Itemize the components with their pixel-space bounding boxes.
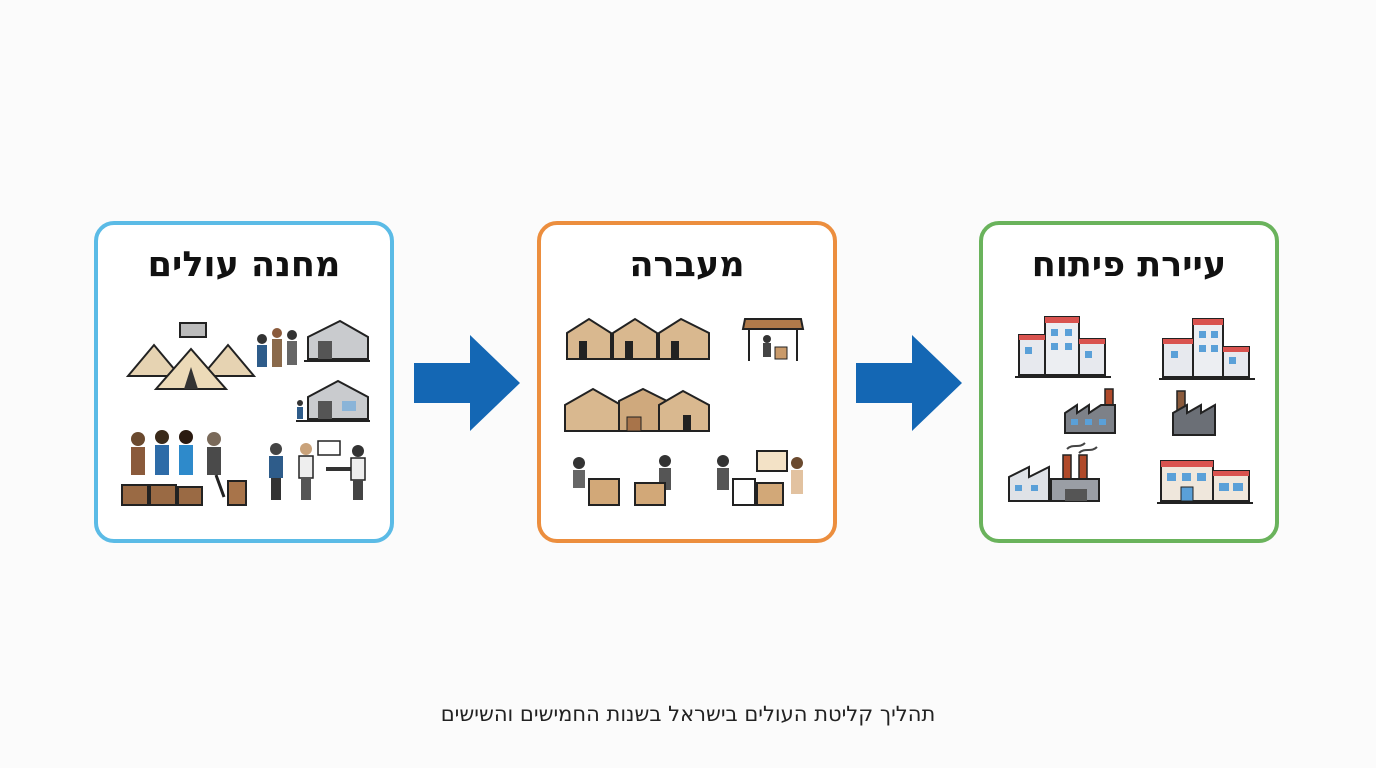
immigrant-family-icon <box>257 328 297 367</box>
stage-box-maabara: מעברה <box>537 221 837 543</box>
arrow-right-1 <box>414 335 520 431</box>
apartment-blocks-icon <box>1159 318 1255 380</box>
tents-icon <box>126 322 256 390</box>
camp-icons <box>116 313 372 513</box>
industrial-plant-icon <box>1008 442 1100 502</box>
factory-icon <box>1064 388 1116 434</box>
huts-icon <box>566 317 710 360</box>
shacks-icon <box>564 387 710 432</box>
process-diagram: מחנה עולים <box>94 221 1282 543</box>
market-stall-icon <box>741 318 805 361</box>
craftsmen-icon <box>717 450 803 506</box>
commercial-buildings-icon <box>1157 460 1253 504</box>
town-icons <box>1001 313 1257 513</box>
workers-icon <box>573 455 671 506</box>
officials-reception-icon <box>269 440 366 500</box>
stage-title-camp: מחנה עולים <box>147 245 341 285</box>
diagram-caption: תהליך קליטת העולים בישראל בשנות החמישים … <box>440 702 936 726</box>
stage-title-town: עיירת פיתוח <box>1031 245 1227 285</box>
factory-icon <box>1172 390 1216 436</box>
stage-title-maabara: מעברה <box>629 245 745 285</box>
stage-box-town: עיירת פיתוח <box>979 221 1279 543</box>
maabara-icons <box>559 313 815 513</box>
immigrants-with-luggage-icon <box>121 430 247 506</box>
apartment-blocks-icon <box>1015 316 1111 378</box>
arrow-right-2 <box>856 335 962 431</box>
stage-box-camp: מחנה עולים <box>94 221 394 543</box>
barracks-icon <box>296 319 370 422</box>
